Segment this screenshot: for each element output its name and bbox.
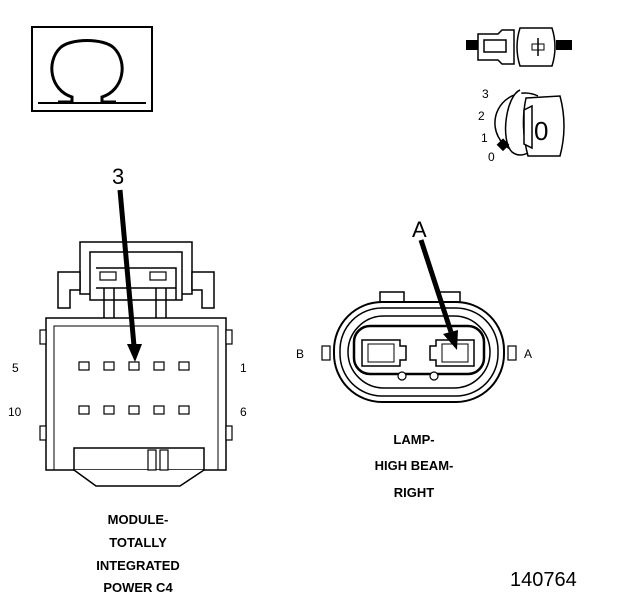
pin-label-10: 10: [8, 405, 22, 419]
pin-label-5: 5: [12, 361, 19, 375]
caption-line-1: LAMP-: [393, 432, 434, 447]
caption-line-1: MODULE-: [108, 512, 169, 527]
key-position-3: 3: [482, 87, 489, 101]
key-position-0: 0: [488, 150, 495, 164]
callout-3: 3: [112, 164, 124, 189]
caption-line-4: POWER C4: [103, 580, 173, 595]
figure-id: 140764: [510, 569, 577, 591]
caption-line-3: RIGHT: [394, 485, 435, 500]
ohm-icon: [31, 26, 153, 112]
side-label-a: A: [524, 347, 532, 361]
caption-line-3: INTEGRATED: [96, 558, 180, 573]
key-position-2: 2: [478, 109, 485, 123]
disconnected-connector-icon: [466, 27, 572, 67]
key-position-1: 1: [481, 131, 488, 145]
pin-label-6: 6: [240, 405, 247, 419]
pin-label-1: 1: [240, 361, 247, 375]
callout-a: A: [412, 217, 427, 242]
caption-line-2: TOTALLY: [109, 535, 167, 550]
side-label-b: B: [296, 347, 304, 361]
caption-line-2: HIGH BEAM-: [375, 458, 454, 473]
tipm-c4-connector: [39, 189, 233, 487]
key-face-label: 0: [534, 116, 548, 146]
left-connector-caption: MODULE- TOTALLY INTEGRATED POWER C4: [96, 512, 180, 595]
ignition-key-icon: 3 2 1 0 0: [478, 87, 565, 164]
lamp-connector: [321, 239, 517, 403]
right-connector-caption: LAMP- HIGH BEAM- RIGHT: [375, 432, 454, 500]
